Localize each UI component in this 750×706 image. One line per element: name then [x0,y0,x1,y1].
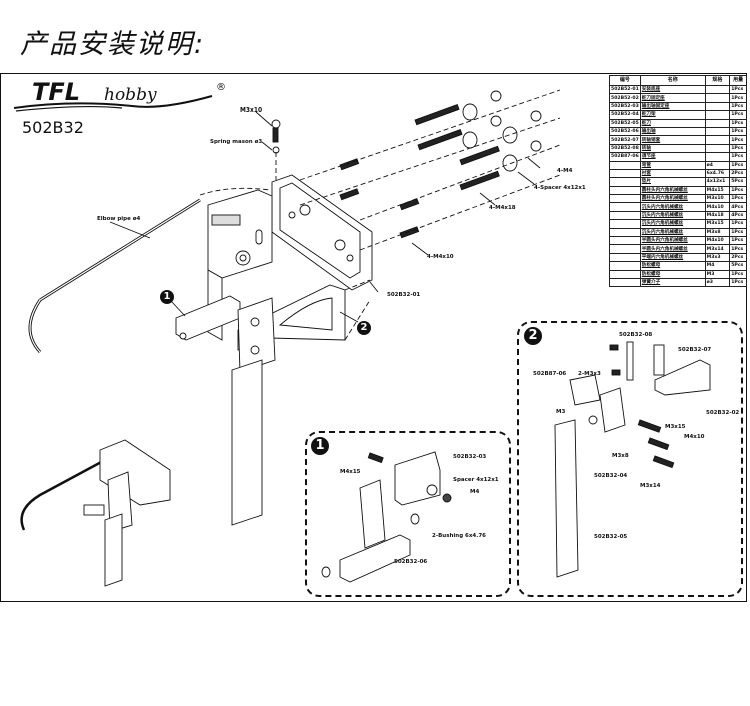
detail2-label-502b87-06: 502B87-06 [533,371,566,377]
callout-1-badge: 1 [160,290,174,304]
detail1-label-m4x15: M4x15 [340,469,361,475]
detail1-label-bushing: 2-Bushing 6x4.76 [432,533,486,539]
cell-name: 弹簧介子 [639,277,706,288]
label-4-spacer: 4-Spacer 4x12x1 [534,185,586,191]
label-m3x10: M3x10 [240,106,262,114]
label-spring-mason: Spring mason ø3 [210,139,262,145]
detail2-label-m3x14: M3x14 [640,483,661,489]
cell-qty: 1Pcs [729,277,747,288]
label-4-m4x18: 4-M4x18 [489,205,516,211]
output-shaft [175,269,241,341]
rudder-holder [237,297,276,373]
detail-box-2 [517,321,743,597]
adjust-seat [207,189,273,279]
brand-name-bold: TFL [32,78,80,106]
page-title: 产品安装说明: [20,29,206,60]
instruction-frame [0,73,747,602]
detail2-label-m3x15: M3x15 [665,424,686,430]
washers-and-nuts [271,90,542,172]
detail1-drawing [321,451,452,583]
detail2-badge: 2 [524,327,542,345]
detail1-badge: 1 [311,437,329,455]
detail1-label-502b32-03: 502B32-03 [453,454,486,460]
rudder-blade [231,359,263,526]
detail2-drawing [554,341,711,578]
detail1-label-spacer: Spacer 4x12x1 [453,477,499,483]
label-4-m4x10: 4-M4x10 [427,254,454,260]
mounting-base-01 [271,174,373,291]
detail2-label-502b32-07: 502B32-07 [678,347,711,353]
detail2-label-2-m3x3: 2-M3x3 [578,371,601,377]
detail2-label-m3x8: M3x8 [612,453,629,459]
detail2-label-m4x10: M4x10 [684,434,705,440]
detail2-label-502b32-04: 502B32-04 [594,473,627,479]
label-4-m4: 4-M4 [557,168,573,174]
detail1-label-502b32-06: 502B32-06 [394,559,427,565]
brand-name-script: hobby [104,85,157,105]
detail2-label-502b32-08: 502B32-08 [619,332,652,338]
model-number: 502B32 [22,118,84,137]
assembled-view [20,439,171,587]
callout-2-badge: 2 [357,321,371,335]
elbow-pipe [28,198,201,354]
label-elbow-pipe: Elbow pipe ø4 [97,216,141,222]
detail2-label-m3: M3 [556,409,565,415]
detail1-label-m4: M4 [470,489,479,495]
leader-lines [109,111,541,323]
brand-logo: TFL hobby ® [12,78,242,122]
registered-mark: ® [216,82,226,93]
detail2-label-502b32-05: 502B32-05 [594,534,627,540]
assembly-lines [199,89,561,341]
detail-box-1 [305,431,511,597]
detail2-label-502b32-02: 502B32-02 [706,410,739,416]
label-502b32-01: 502B32-01 [387,292,420,298]
logo-swoosh-icon: TFL hobby ® [13,78,226,112]
